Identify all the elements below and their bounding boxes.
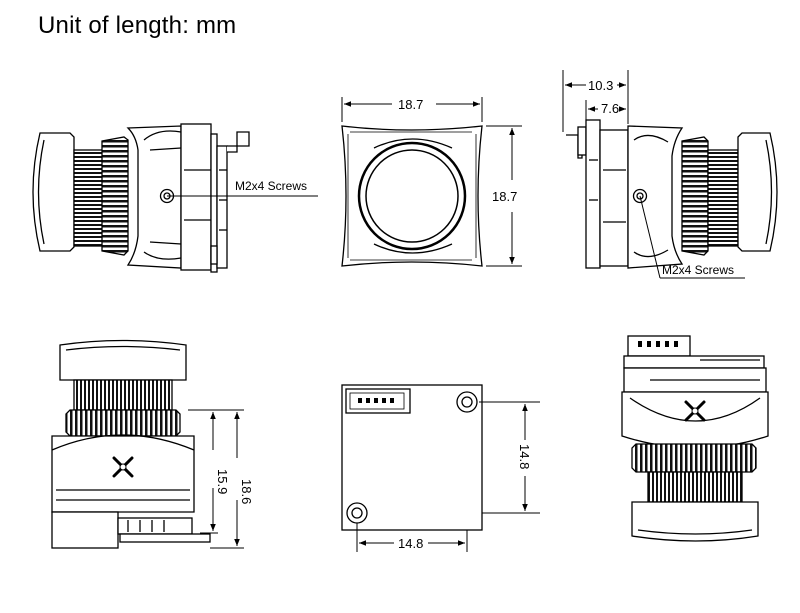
front-view bbox=[341, 125, 483, 267]
front-width-label: 18.7 bbox=[398, 97, 423, 112]
right-screw-label: M2x4 Screws bbox=[662, 263, 734, 277]
right-body-width-label: 7.6 bbox=[601, 101, 619, 116]
bottom-left-view bbox=[51, 339, 211, 549]
front-height-label: 18.7 bbox=[492, 189, 517, 204]
right-side-view bbox=[566, 119, 778, 269]
right-dimensions bbox=[562, 70, 745, 279]
bottom-left-dimensions bbox=[188, 409, 244, 549]
bottom-left-inner-height-label: 15.9 bbox=[215, 469, 230, 494]
pcb-dimensions bbox=[356, 401, 540, 552]
page-title: Unit of length: mm bbox=[38, 12, 237, 39]
left-screw-label: M2x4 Screws bbox=[235, 179, 307, 193]
pcb-horizontal-spacing-label: 14.8 bbox=[398, 536, 423, 551]
pcb-vertical-spacing-label: 14.8 bbox=[517, 444, 532, 469]
bottom-left-outer-height-label: 18.6 bbox=[239, 479, 254, 504]
bottom-right-view bbox=[621, 335, 769, 542]
left-side-view bbox=[32, 123, 250, 273]
left-screw-callout: M2x4 Screws bbox=[167, 179, 318, 197]
front-dimensions bbox=[341, 97, 522, 267]
pcb-view bbox=[341, 384, 483, 531]
right-overall-width-label: 10.3 bbox=[588, 78, 613, 93]
